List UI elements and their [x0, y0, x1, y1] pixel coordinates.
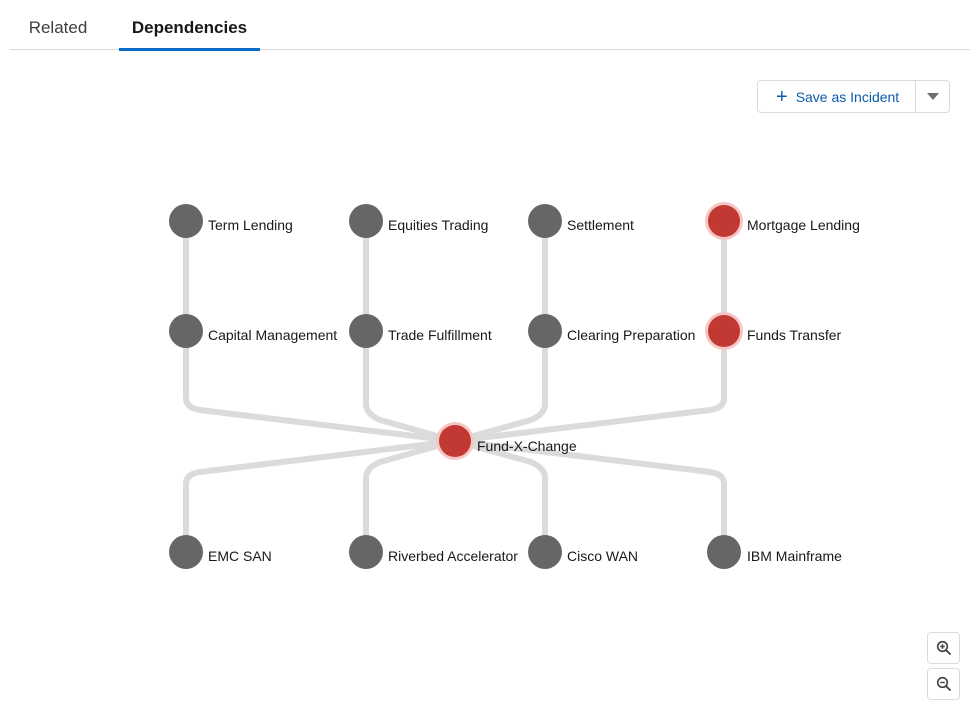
node-funds-transfer[interactable]: Funds Transfer — [705, 312, 841, 350]
node-label: Settlement — [567, 217, 634, 233]
zoom-in-icon — [936, 640, 951, 655]
node-label: EMC SAN — [208, 548, 272, 564]
plus-icon: + — [776, 85, 788, 108]
node-label: Clearing Preparation — [567, 327, 695, 343]
node-label: Capital Management — [208, 327, 337, 343]
tab-dependencies[interactable]: Dependencies — [119, 0, 260, 51]
node-circle — [169, 314, 203, 348]
edge — [363, 438, 458, 555]
node-circle — [528, 535, 562, 569]
save-options-dropdown-button[interactable] — [916, 81, 949, 112]
node-label: Mortgage Lending — [747, 217, 860, 233]
edge — [452, 438, 548, 555]
node-emc-san[interactable]: EMC SAN — [169, 535, 272, 569]
node-equities-trading[interactable]: Equities Trading — [349, 204, 488, 238]
tab-related[interactable]: Related — [28, 18, 88, 37]
edge — [183, 328, 458, 444]
node-fund-x-change[interactable]: Fund-X-Change — [436, 422, 577, 460]
node-circle — [349, 535, 383, 569]
edge — [183, 438, 458, 555]
save-as-incident-label: Save as Incident — [795, 88, 900, 105]
node-riverbed-accelerator[interactable]: Riverbed Accelerator — [349, 535, 518, 569]
edge — [452, 438, 727, 555]
zoom-out-button[interactable] — [927, 668, 960, 700]
node-ibm-mainframe[interactable]: IBM Mainframe — [707, 535, 842, 569]
caret-down-icon — [926, 93, 939, 100]
node-circle — [439, 425, 471, 457]
node-trade-fulfillment[interactable]: Trade Fulfillment — [349, 314, 492, 348]
edge — [452, 328, 727, 444]
edge — [452, 328, 548, 444]
node-label: IBM Mainframe — [747, 548, 842, 564]
node-label: Trade Fulfillment — [388, 327, 492, 343]
node-circle — [169, 204, 203, 238]
node-term-lending[interactable]: Term Lending — [169, 204, 293, 238]
node-circle — [528, 314, 562, 348]
node-capital-management[interactable]: Capital Management — [169, 314, 337, 348]
node-settlement[interactable]: Settlement — [528, 204, 634, 238]
node-circle — [169, 535, 203, 569]
node-label: Cisco WAN — [567, 548, 638, 564]
node-label: Riverbed Accelerator — [388, 548, 518, 564]
edge — [363, 328, 458, 444]
zoom-out-icon — [936, 676, 951, 691]
node-mortgage-lending[interactable]: Mortgage Lending — [705, 202, 860, 240]
node-label: Term Lending — [208, 217, 293, 233]
save-as-incident-button[interactable]: + Save as Incident — [758, 81, 917, 112]
node-circle — [528, 204, 562, 238]
node-circle — [349, 314, 383, 348]
node-clearing-preparation[interactable]: Clearing Preparation — [528, 314, 695, 348]
node-circle — [708, 315, 740, 347]
zoom-in-button[interactable] — [927, 632, 960, 664]
node-label: Equities Trading — [388, 217, 488, 233]
node-cisco-wan[interactable]: Cisco WAN — [528, 535, 638, 569]
node-label: Fund-X-Change — [477, 438, 577, 454]
node-circle — [708, 205, 740, 237]
save-incident-button-group: + Save as Incident — [757, 80, 951, 113]
node-label: Funds Transfer — [747, 327, 841, 343]
node-circle — [349, 204, 383, 238]
node-circle — [707, 535, 741, 569]
tab-bar: Related Dependencies — [10, 0, 970, 51]
